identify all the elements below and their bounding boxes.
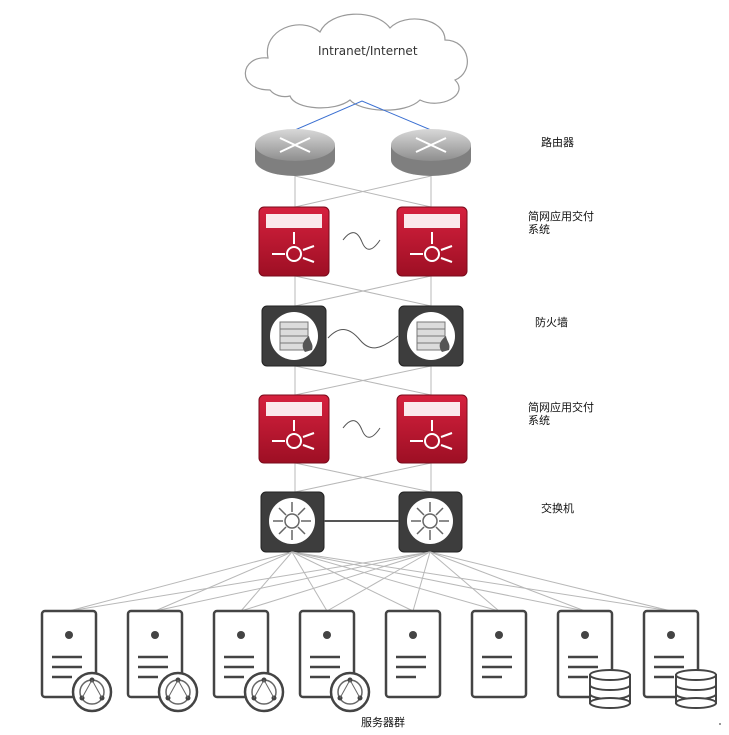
adc-icon — [396, 206, 468, 277]
web-globe-icon — [329, 671, 371, 713]
database-icon — [589, 669, 631, 709]
server-icon — [384, 609, 442, 699]
adc-icon — [258, 394, 330, 464]
server-icon — [126, 609, 199, 713]
server-icon — [40, 609, 113, 713]
router-icon — [391, 129, 471, 176]
server-links — [68, 551, 672, 612]
switch-label: 交换机 — [541, 502, 574, 515]
firewall-label: 防火墙 — [535, 316, 568, 329]
cloud-label: Intranet/Internet — [318, 44, 418, 58]
corner-mark — [719, 723, 721, 725]
switch-icon — [260, 491, 325, 553]
web-globe-icon — [157, 671, 199, 713]
heartbeat-link — [342, 232, 381, 250]
server-icon — [298, 609, 371, 713]
adc-icon — [396, 394, 468, 464]
database-icon — [675, 669, 717, 709]
router-icon — [255, 129, 335, 176]
server-icon — [212, 609, 285, 713]
firewall-icon — [261, 305, 327, 367]
heartbeat-link — [342, 420, 381, 438]
server-farm-label: 服务器群 — [361, 716, 405, 729]
cloud-icon — [244, 13, 468, 111]
firewall-icon — [398, 305, 464, 367]
heartbeat-link — [327, 329, 399, 349]
switch-icon — [398, 491, 463, 553]
adc-icon — [258, 206, 330, 277]
adc-top-label-line1: 简网应用交付 — [528, 210, 594, 223]
server-group — [40, 609, 717, 713]
adc-bottom-label-line2: 系统 — [528, 414, 550, 427]
server-icon — [470, 609, 528, 699]
server-icon — [642, 609, 717, 709]
web-globe-icon — [71, 671, 113, 713]
adc-top-label-line2: 系统 — [528, 223, 550, 236]
server-icon — [556, 609, 631, 709]
internet-link — [294, 100, 432, 131]
adc-bottom-label-line1: 简网应用交付 — [528, 401, 594, 414]
web-globe-icon — [243, 671, 285, 713]
connections — [294, 175, 432, 493]
router-label: 路由器 — [541, 136, 574, 149]
